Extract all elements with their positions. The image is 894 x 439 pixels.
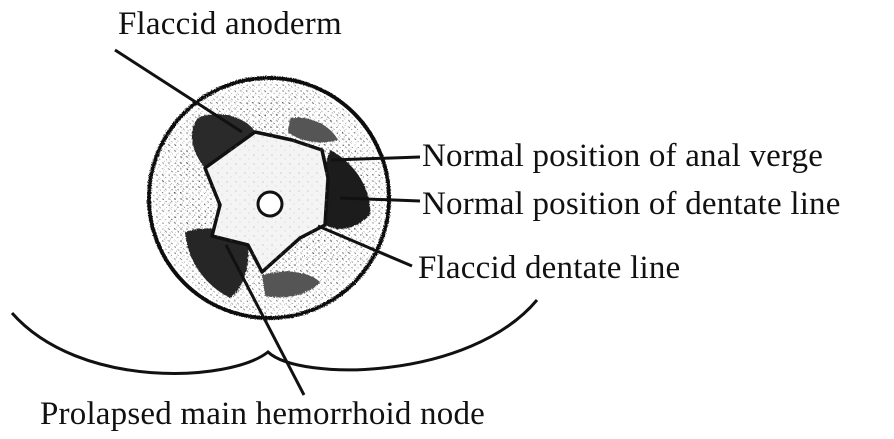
- label-normal-dentate-line: Normal position of dentate line: [422, 188, 841, 221]
- label-prolapsed-hemorrhoid-node: Prolapsed main hemorrhoid node: [40, 398, 485, 431]
- anal-orifice: [258, 192, 282, 216]
- label-flaccid-anoderm: Flaccid anoderm: [118, 8, 342, 41]
- label-normal-anal-verge: Normal position of anal verge: [422, 140, 823, 173]
- label-flaccid-dentate-line: Flaccid dentate line: [418, 252, 680, 285]
